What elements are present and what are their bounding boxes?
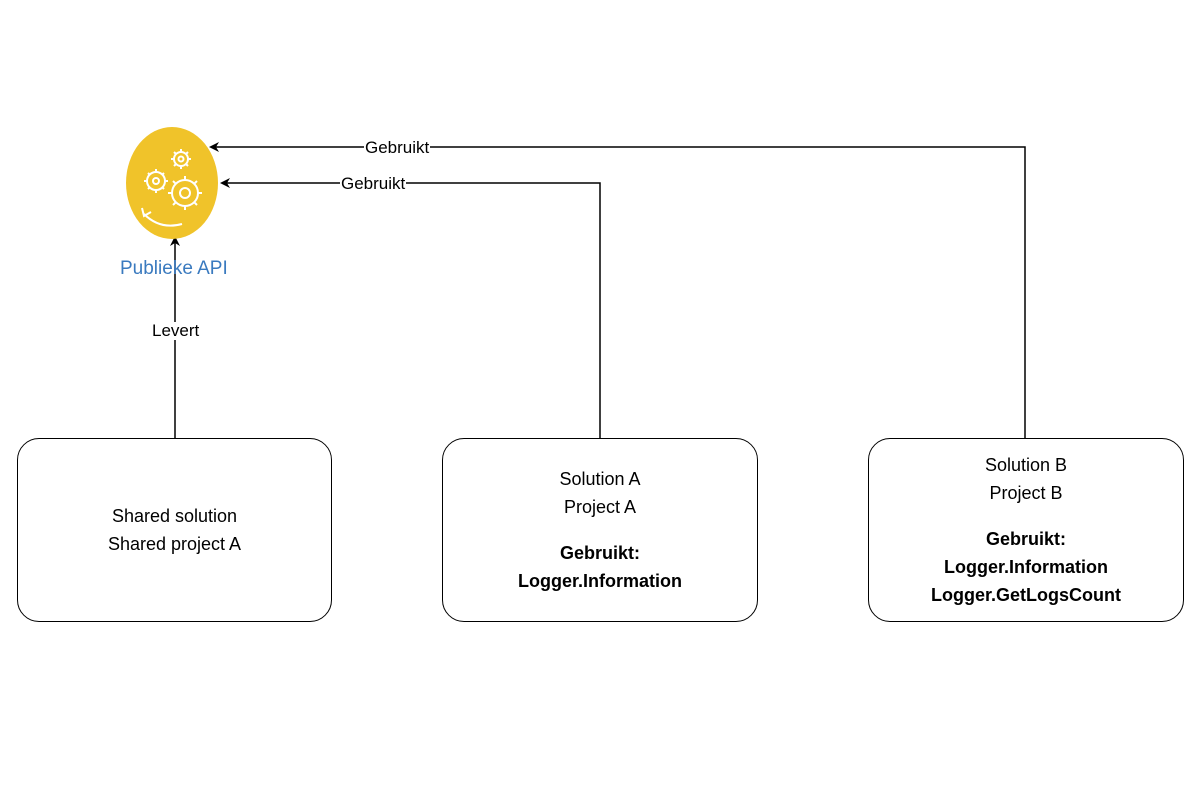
edge-solution-a-to-api — [220, 178, 601, 438]
solution-b-uses-item: Logger.Information — [944, 557, 1108, 577]
solution-b-uses-item: Logger.GetLogsCount — [931, 585, 1121, 605]
edge-solution-b-to-api — [209, 142, 1026, 438]
shared-solution-box: Shared solution Shared project A — [17, 438, 332, 622]
shared-box-line2: Shared project A — [107, 534, 242, 554]
solution-a-box: Solution A Project A Gebruikt: Logger.In… — [442, 438, 758, 622]
solution-b-line1: Solution B — [984, 455, 1068, 475]
solution-a-line1: Solution A — [559, 469, 641, 489]
solution-a-uses-title: Gebruikt: — [559, 543, 640, 563]
edge-label-levert: Levert — [151, 321, 201, 340]
edge-label-gebruikt-a: Gebruikt — [340, 174, 407, 193]
solution-b-uses-title: Gebruikt: — [985, 529, 1066, 549]
shared-box-line1: Shared solution — [111, 506, 238, 526]
api-icon-disc — [126, 127, 218, 239]
solution-a-uses-item: Logger.Information — [518, 571, 682, 591]
solution-b-box: Solution B Project B Gebruikt: Logger.In… — [868, 438, 1184, 622]
solution-b-line2: Project B — [989, 483, 1063, 503]
solution-a-line2: Project A — [563, 497, 637, 517]
gears-icon — [126, 127, 218, 239]
api-label: Publieke API — [120, 258, 228, 279]
edge-label-gebruikt-b: Gebruikt — [364, 138, 431, 157]
